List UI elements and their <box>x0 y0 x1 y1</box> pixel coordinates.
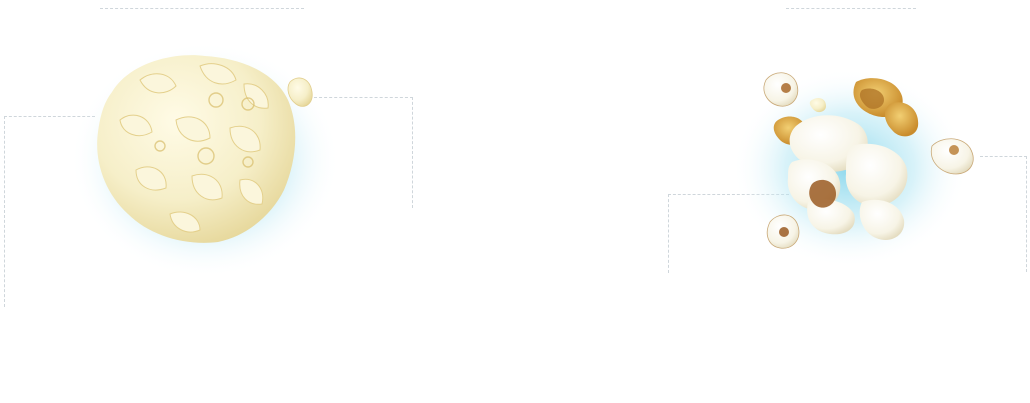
guide-line-right-box <box>668 194 789 273</box>
stray-kernel-hull <box>779 227 789 237</box>
butterfly-popcorn <box>732 68 974 268</box>
guide-line-top-left <box>100 8 304 9</box>
guide-line-left-bracket <box>314 97 413 208</box>
white-kernel <box>859 199 905 240</box>
guide-line-right-bracket <box>980 156 1027 272</box>
stray-kernel <box>763 72 799 107</box>
stray-kernel <box>287 77 313 107</box>
mushroom-popcorn <box>70 42 340 278</box>
brown-hull <box>809 179 836 208</box>
white-kernel <box>807 199 855 235</box>
brown-hull <box>859 88 884 109</box>
stray-kernel-hull <box>781 83 791 93</box>
white-kernel <box>845 143 908 207</box>
stray-kernel <box>930 138 974 175</box>
stray-kernel-hull <box>949 145 959 155</box>
guide-line-left-box <box>4 116 95 307</box>
mushroom-ridges <box>154 92 255 168</box>
mushroom-texture <box>119 63 269 233</box>
stray-kernel <box>809 98 826 113</box>
gold-kernel <box>884 102 919 137</box>
guide-line-top-right <box>786 8 916 9</box>
